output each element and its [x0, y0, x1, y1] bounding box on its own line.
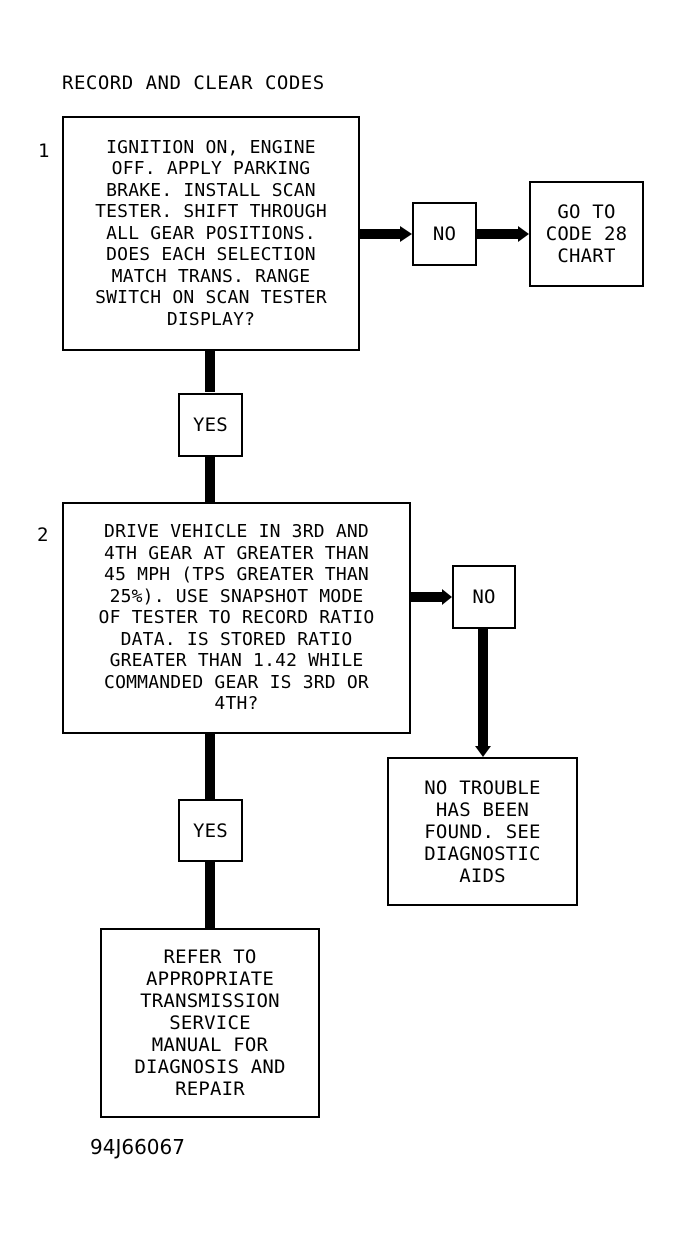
figure-code: 94J66067	[90, 1135, 185, 1159]
step-1-no-result: GO TO CODE 28 CHART	[545, 201, 628, 267]
step-1-number: 1	[38, 140, 50, 162]
step-2-yes-label: YES	[193, 819, 228, 842]
step-1-yes-box: YES	[178, 393, 243, 457]
step-1-no-box: NO	[412, 202, 477, 266]
step-1-yes-label: YES	[193, 414, 228, 436]
step-2-yes-result: REFER TO APPROPRIATE TRANSMISSION SERVIC…	[134, 946, 286, 1100]
step-1-question: IGNITION ON, ENGINE OFF. APPLY PARKING B…	[95, 136, 327, 330]
step-2-yes-result-box: REFER TO APPROPRIATE TRANSMISSION SERVIC…	[100, 928, 320, 1118]
step-2-yes-box: YES	[178, 799, 243, 862]
diagram-title: RECORD AND CLEAR CODES	[62, 72, 325, 94]
step-2-question: DRIVE VEHICLE IN 3RD AND 4TH GEAR AT GRE…	[98, 521, 375, 715]
arrowhead-no1-right	[518, 226, 529, 242]
step-1-no-result-box: GO TO CODE 28 CHART	[529, 181, 644, 287]
step-2-question-box: DRIVE VEHICLE IN 3RD AND 4TH GEAR AT GRE…	[62, 502, 411, 734]
step-1-no-label: NO	[432, 223, 457, 245]
step-2-no-box: NO	[452, 565, 516, 629]
arrowhead-step1-right	[400, 226, 412, 242]
step-1-question-box: IGNITION ON, ENGINE OFF. APPLY PARKING B…	[62, 116, 360, 351]
arrowhead-step2-right	[442, 589, 452, 605]
step-2-number: 2	[37, 524, 49, 546]
step-2-no-result: NO TROUBLE HAS BEEN FOUND. SEE DIAGNOSTI…	[424, 776, 541, 887]
step-2-no-label: NO	[472, 586, 496, 608]
step-2-no-result-box: NO TROUBLE HAS BEEN FOUND. SEE DIAGNOSTI…	[387, 757, 578, 906]
arrowhead-no2-down	[475, 746, 491, 757]
